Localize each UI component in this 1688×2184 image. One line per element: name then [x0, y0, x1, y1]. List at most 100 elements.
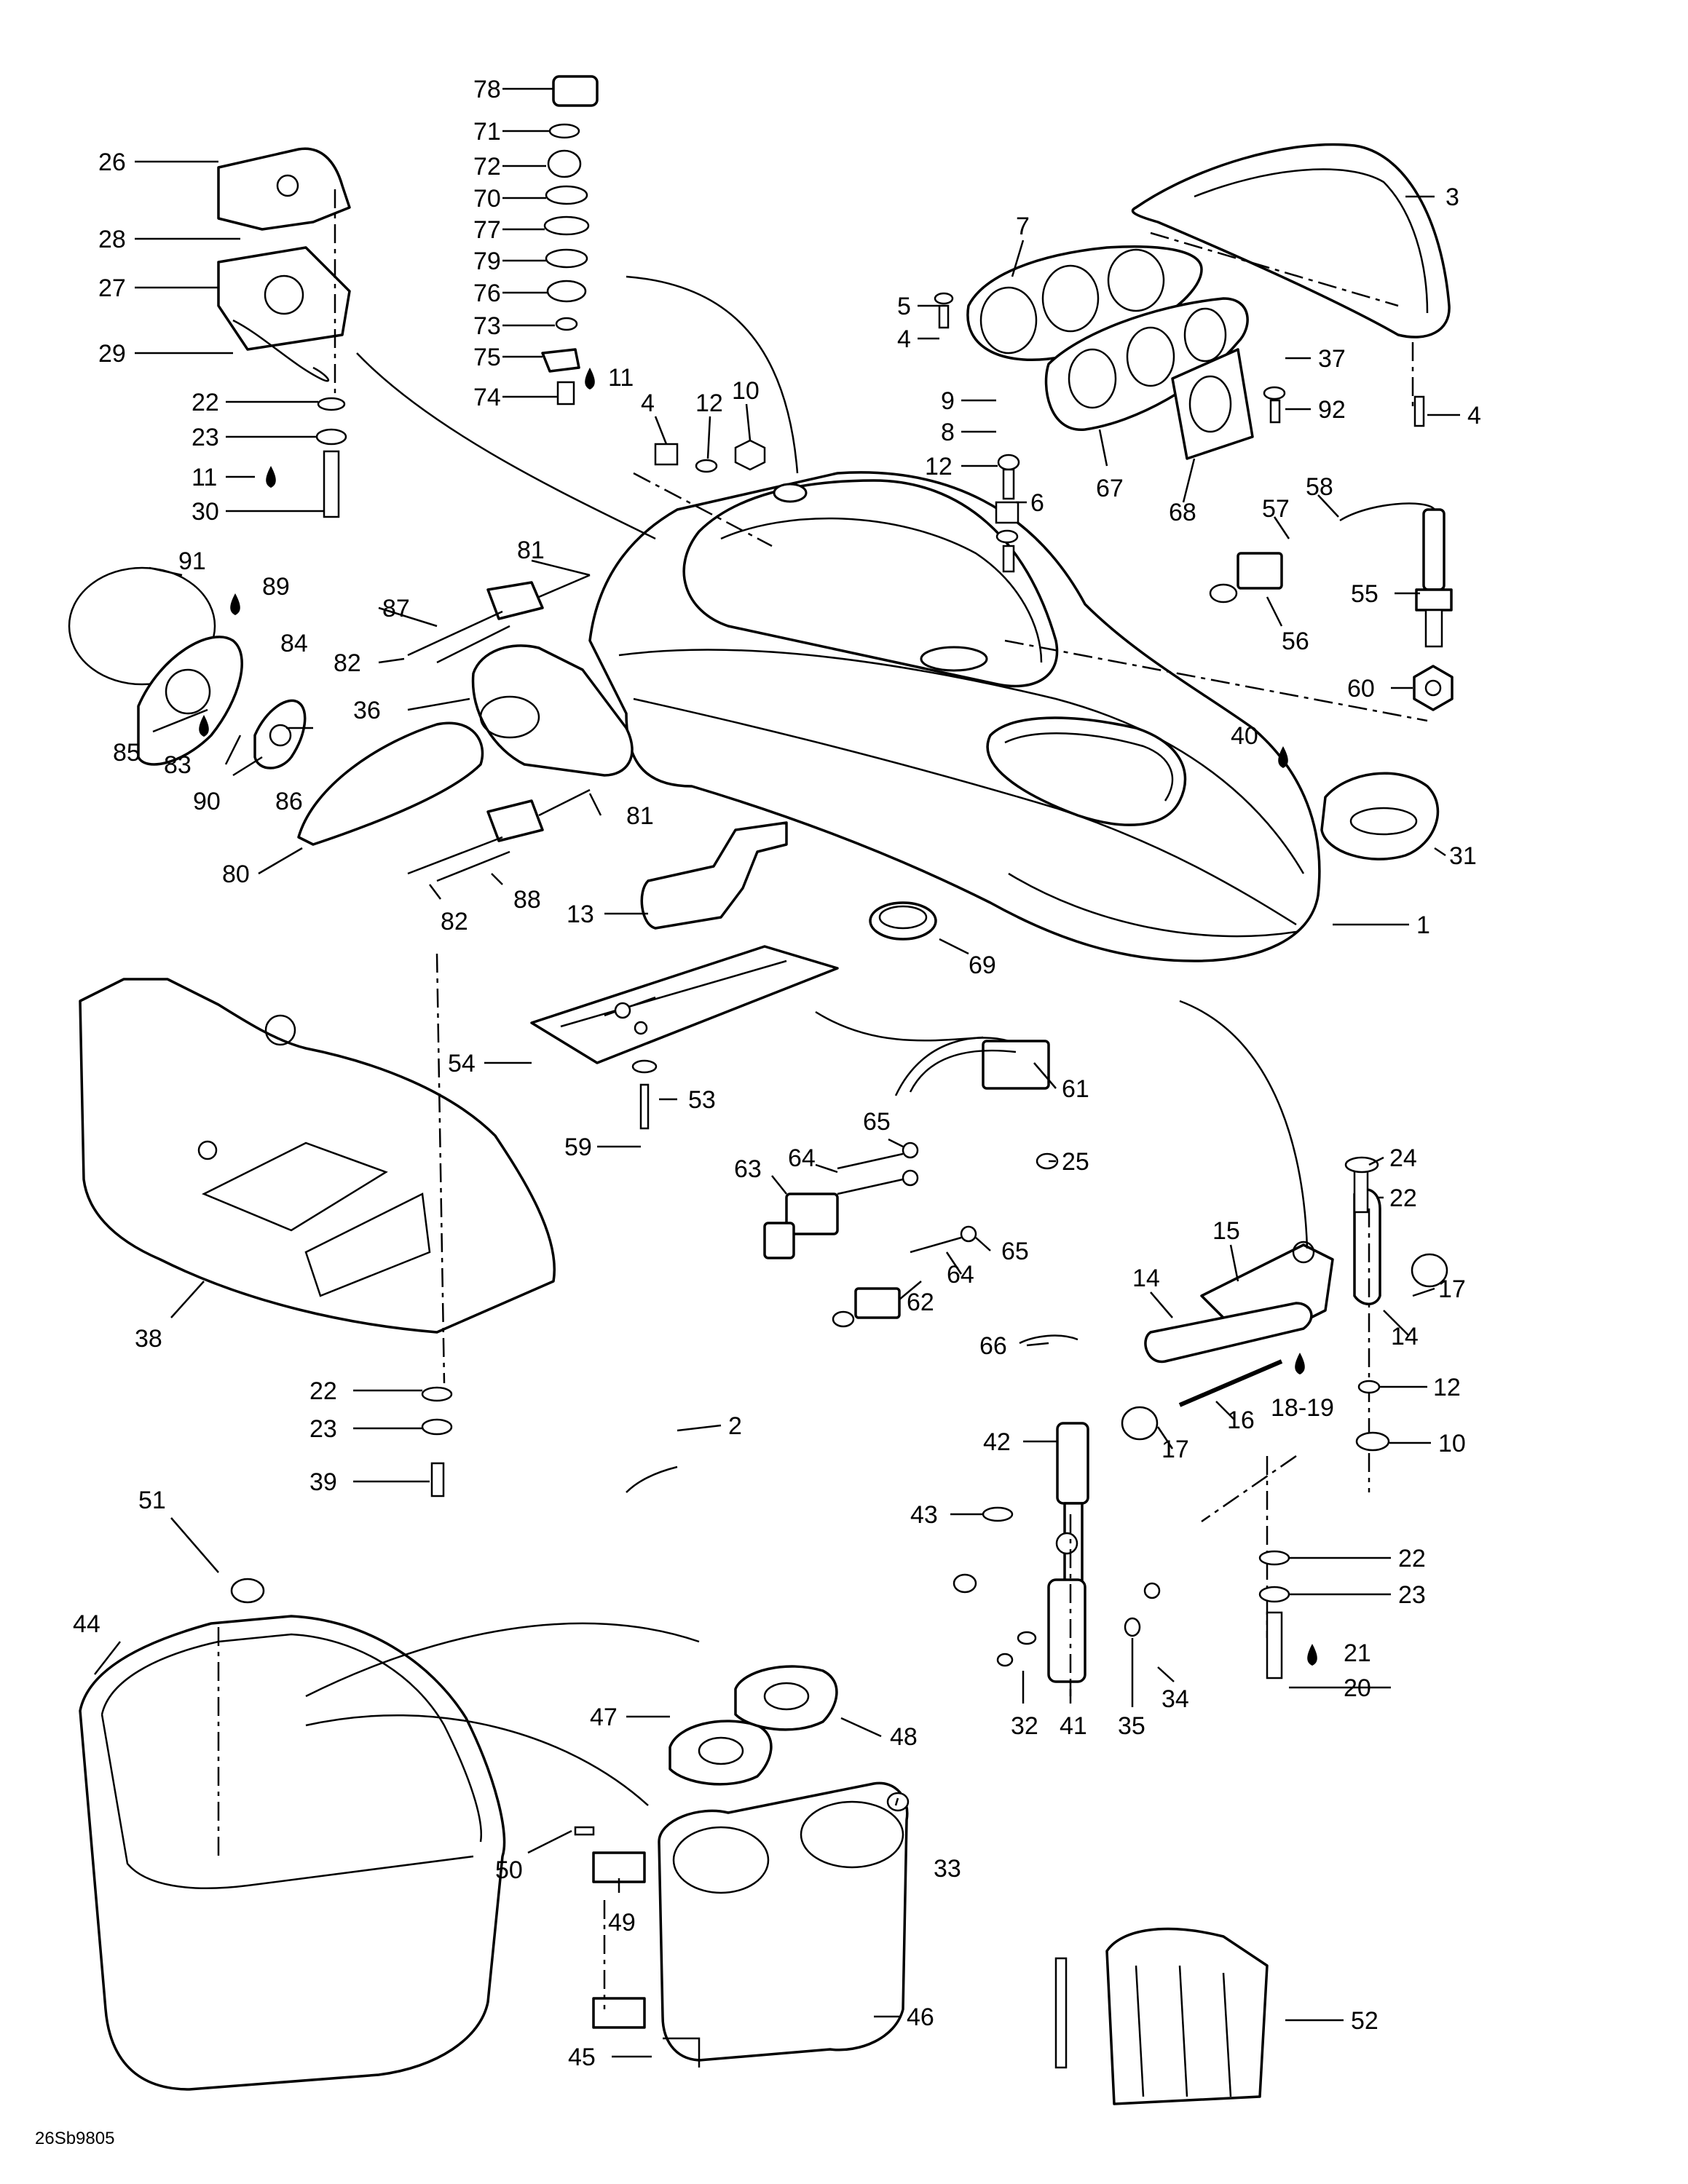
callout-17-left: 17 — [1162, 1436, 1189, 1463]
callout-8: 8 — [941, 419, 955, 446]
callout-61: 61 — [1062, 1075, 1089, 1103]
reference-code: 26Sb9805 — [35, 2129, 114, 2148]
callout-85: 85 — [113, 739, 141, 767]
part-47-cap — [669, 1720, 773, 1786]
callout-12-c: 12 — [1433, 1374, 1461, 1401]
callout-40: 40 — [1231, 722, 1258, 750]
callout-64-top: 64 — [788, 1144, 816, 1172]
callout-32: 32 — [1011, 1712, 1038, 1740]
callout-43: 43 — [910, 1501, 938, 1529]
callout-56: 56 — [1282, 628, 1309, 655]
adhesive-drop-icon — [585, 368, 595, 389]
callout-12-a: 12 — [695, 389, 723, 417]
callout-39: 39 — [309, 1468, 337, 1496]
callout-13: 13 — [567, 901, 594, 928]
adhesive-drop-icons — [199, 368, 1317, 1666]
callout-5: 5 — [897, 293, 911, 320]
callout-4-a: 4 — [641, 389, 655, 417]
callout-41: 41 — [1060, 1712, 1087, 1740]
part-27-latch-base — [217, 246, 351, 351]
callout-52: 52 — [1351, 2007, 1379, 2035]
callout-29: 29 — [98, 340, 126, 368]
callout-83: 83 — [164, 751, 192, 779]
callout-22-d: 22 — [309, 1377, 337, 1405]
callout-54: 54 — [448, 1050, 476, 1077]
callout-80: 80 — [222, 860, 250, 888]
callout-74: 74 — [473, 384, 501, 411]
callout-15: 15 — [1212, 1217, 1240, 1245]
callout-45: 45 — [568, 2043, 596, 2071]
callout-38: 38 — [135, 1325, 162, 1353]
callout-60: 60 — [1347, 675, 1375, 703]
callout-49: 49 — [608, 1909, 636, 1936]
callout-66: 66 — [979, 1332, 1007, 1360]
callout-leaders — [94, 87, 1460, 2058]
callout-82-top: 82 — [334, 649, 361, 677]
callout-79: 79 — [473, 248, 501, 275]
callout-23-a: 23 — [192, 424, 219, 451]
callout-17-right: 17 — [1438, 1275, 1466, 1303]
callout-4-c: 4 — [1467, 402, 1481, 430]
part-80-visor — [297, 721, 484, 846]
part-44-bin — [79, 1615, 506, 2091]
part-85-horn-body — [137, 636, 243, 766]
part-46-reservoir — [658, 1781, 909, 2068]
callout-26: 26 — [98, 149, 126, 176]
callout-65-bottom: 65 — [1001, 1238, 1029, 1265]
ignition-stack — [541, 123, 590, 405]
callout-76: 76 — [473, 280, 501, 307]
adhesive-drop-icon — [1278, 746, 1288, 768]
callout-25: 25 — [1062, 1148, 1089, 1176]
part-69-grommet — [869, 901, 937, 941]
part-68-plate — [1171, 348, 1254, 460]
callout-22-a: 22 — [192, 389, 219, 416]
assembly-lines — [217, 189, 1428, 2009]
callout-67: 67 — [1096, 475, 1124, 502]
part-64-65-pins — [837, 1142, 977, 1254]
callout-34: 34 — [1162, 1685, 1189, 1713]
part-54-plate — [530, 945, 839, 1064]
hardware-items — [197, 292, 1448, 1836]
callout-51: 51 — [138, 1487, 166, 1514]
part-42-gas-spring — [1056, 1422, 1089, 1599]
callout-78: 78 — [473, 76, 501, 103]
callout-73: 73 — [473, 312, 501, 340]
part-78-key — [552, 75, 599, 107]
part-1-body — [588, 471, 1321, 962]
callout-42: 42 — [983, 1428, 1011, 1456]
callout-30: 30 — [192, 498, 219, 526]
callout-22-c: 22 — [1398, 1545, 1426, 1572]
part-52-tool-kit — [1054, 1927, 1269, 2105]
callout-18-19: 18-19 — [1271, 1394, 1334, 1422]
callout-91: 91 — [178, 547, 206, 575]
part-3-windshield — [1131, 143, 1451, 339]
callout-72: 72 — [473, 153, 501, 181]
callout-81-bottom: 81 — [626, 802, 654, 830]
callout-47: 47 — [590, 1704, 618, 1731]
callout-50: 50 — [495, 1856, 523, 1884]
part-26-latch-cover — [217, 147, 351, 231]
callout-21: 21 — [1344, 1639, 1371, 1667]
part-29-clip — [232, 319, 330, 382]
callout-35: 35 — [1118, 1712, 1145, 1740]
part-13-handle — [640, 821, 788, 930]
callout-10-b: 10 — [1438, 1430, 1466, 1457]
adhesive-drop-icon — [266, 466, 276, 488]
part-14-arm — [1144, 1188, 1381, 1364]
callout-75: 75 — [473, 344, 501, 371]
callout-1: 1 — [1416, 911, 1430, 939]
callout-71: 71 — [473, 118, 501, 146]
part-49-tabs — [592, 1851, 646, 2029]
part-61-module — [894, 1037, 1050, 1096]
callout-81-top: 81 — [517, 537, 545, 564]
callout-2: 2 — [728, 1412, 742, 1440]
callout-23-c: 23 — [309, 1415, 337, 1443]
callout-48: 48 — [890, 1723, 918, 1751]
callout-11-left: 11 — [192, 464, 217, 491]
callout-22-b: 22 — [1389, 1184, 1417, 1212]
callout-33: 33 — [934, 1855, 961, 1883]
callout-27: 27 — [98, 274, 126, 302]
callout-89: 89 — [262, 573, 290, 601]
callout-6: 6 — [1030, 489, 1044, 517]
